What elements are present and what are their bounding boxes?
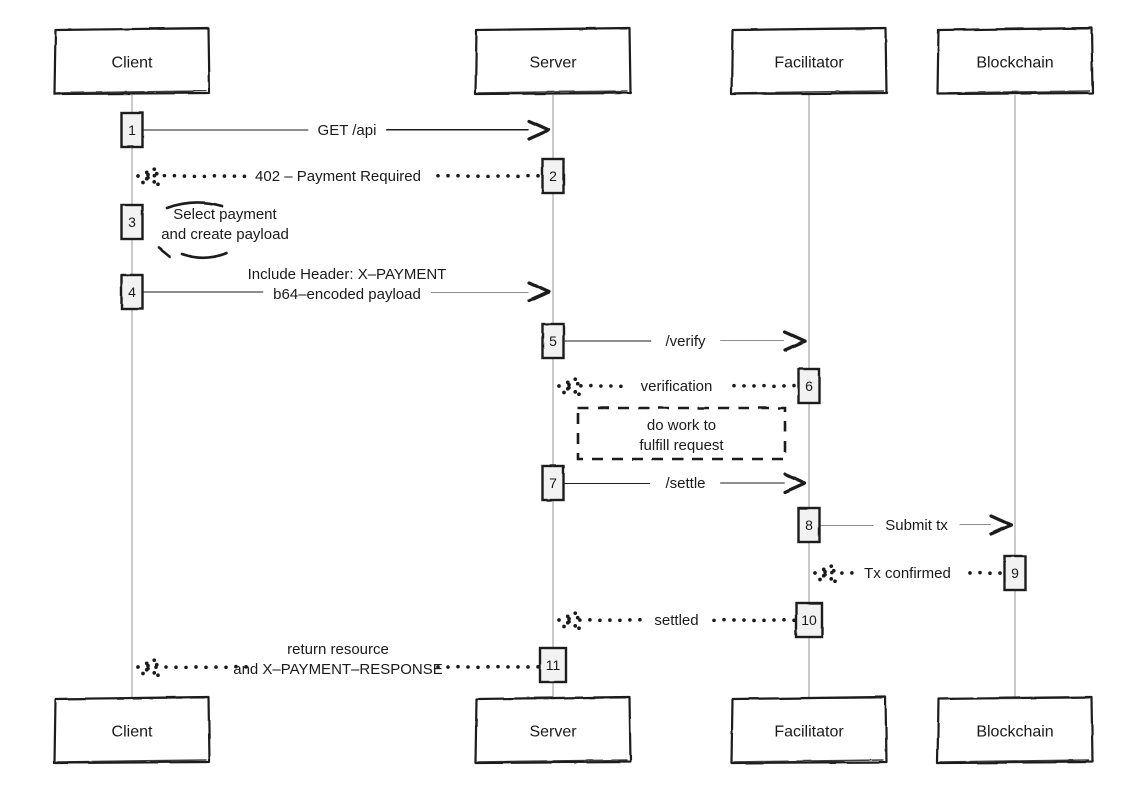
step-marker-6: 6	[799, 369, 820, 403]
participant-boxes-group: ClientClientServerServerFacilitatorFacil…	[55, 28, 1093, 763]
participant-label-blockchain: Blockchain	[976, 55, 1053, 72]
message-label-line2: and create payload	[161, 226, 289, 243]
message-label: /verify	[665, 333, 706, 350]
message-label: Tx confirmed	[864, 565, 951, 582]
step-marker-8: 8	[799, 508, 820, 542]
step-number: 6	[805, 378, 813, 394]
step-marker-10: 10	[796, 603, 822, 637]
message-8: 8 Submit tx	[799, 508, 1012, 542]
participant-label-facilitator: Facilitator	[774, 55, 844, 72]
step-marker-5: 5	[543, 324, 564, 358]
message-label: settled	[654, 612, 698, 629]
participant-box-server: Server	[476, 697, 631, 763]
message-3: 3 Select payment and create payload	[122, 202, 289, 257]
message-label: Select payment	[173, 206, 277, 223]
participant-box-client: Client	[55, 697, 210, 763]
message-label-line2: and X–PAYMENT–RESPONSE	[233, 661, 443, 678]
message-label: Submit tx	[885, 517, 948, 534]
step-marker-7: 7	[543, 466, 564, 500]
step-marker-9: 9	[1005, 556, 1026, 590]
message-5: 5/verify	[543, 324, 806, 358]
participant-label-server: Server	[529, 55, 577, 72]
message-6: 6 verification	[557, 369, 819, 403]
message-label: 402 – Payment Required	[255, 168, 421, 185]
notes-group: do work to fulfill request	[578, 408, 785, 459]
message-7: 7/settle	[543, 466, 806, 500]
note-line-1: do work to	[647, 417, 716, 434]
participant-box-facilitator: Facilitator	[732, 28, 887, 94]
step-marker-3: 3	[122, 205, 143, 239]
message-1: 1 GET /api	[122, 113, 550, 147]
message-label: verification	[641, 378, 713, 395]
step-marker-11: 11	[540, 648, 566, 682]
step-number: 5	[549, 333, 557, 349]
step-marker-2: 2	[543, 159, 564, 193]
message-4: 4 Include Header: X–PAYMENT b64–encoded pa…	[122, 266, 550, 309]
step-number: 4	[128, 284, 136, 300]
step-number: 9	[1011, 565, 1019, 581]
participant-box-client: Client	[55, 28, 210, 94]
participant-box-blockchain: Blockchain	[938, 28, 1093, 94]
participant-box-server: Server	[476, 28, 631, 94]
step-number: 8	[805, 517, 813, 533]
participant-label-blockchain: Blockchain	[976, 724, 1053, 741]
participant-label-server: Server	[529, 724, 577, 741]
participant-label-facilitator: Facilitator	[774, 724, 844, 741]
message-label: /settle	[665, 475, 705, 492]
note-line-2: fulfill request	[639, 437, 724, 454]
step-number: 11	[546, 657, 561, 673]
lifelines-group	[132, 95, 1015, 697]
message-label-line2: b64–encoded payload	[273, 286, 421, 303]
note-work-note: do work to fulfill request	[578, 408, 785, 459]
message-11: 11 return resource and X–PAYMENT–RESPONSE	[136, 641, 566, 682]
message-label: Include Header: X–PAYMENT	[248, 266, 447, 283]
message-9: 9 Tx confirmed	[813, 556, 1025, 590]
message-label: return resource	[287, 641, 389, 658]
step-number: 1	[128, 122, 136, 138]
step-number: 10	[801, 612, 817, 628]
participant-label-client: Client	[112, 724, 153, 741]
messages-group: 1 GET /api 2 402 – Payment Required 3 Select …	[122, 113, 1026, 682]
message-2: 2 402 – Payment Required	[136, 159, 563, 193]
message-label: GET /api	[318, 122, 377, 139]
step-marker-4: 4	[122, 275, 143, 309]
step-number: 2	[549, 168, 557, 184]
message-10: 10 settled	[557, 603, 822, 637]
participant-box-facilitator: Facilitator	[732, 697, 887, 763]
participant-box-blockchain: Blockchain	[938, 697, 1093, 763]
step-number: 7	[549, 475, 557, 491]
step-number: 3	[128, 214, 136, 230]
participant-label-client: Client	[112, 55, 153, 72]
step-marker-1: 1	[122, 113, 143, 147]
